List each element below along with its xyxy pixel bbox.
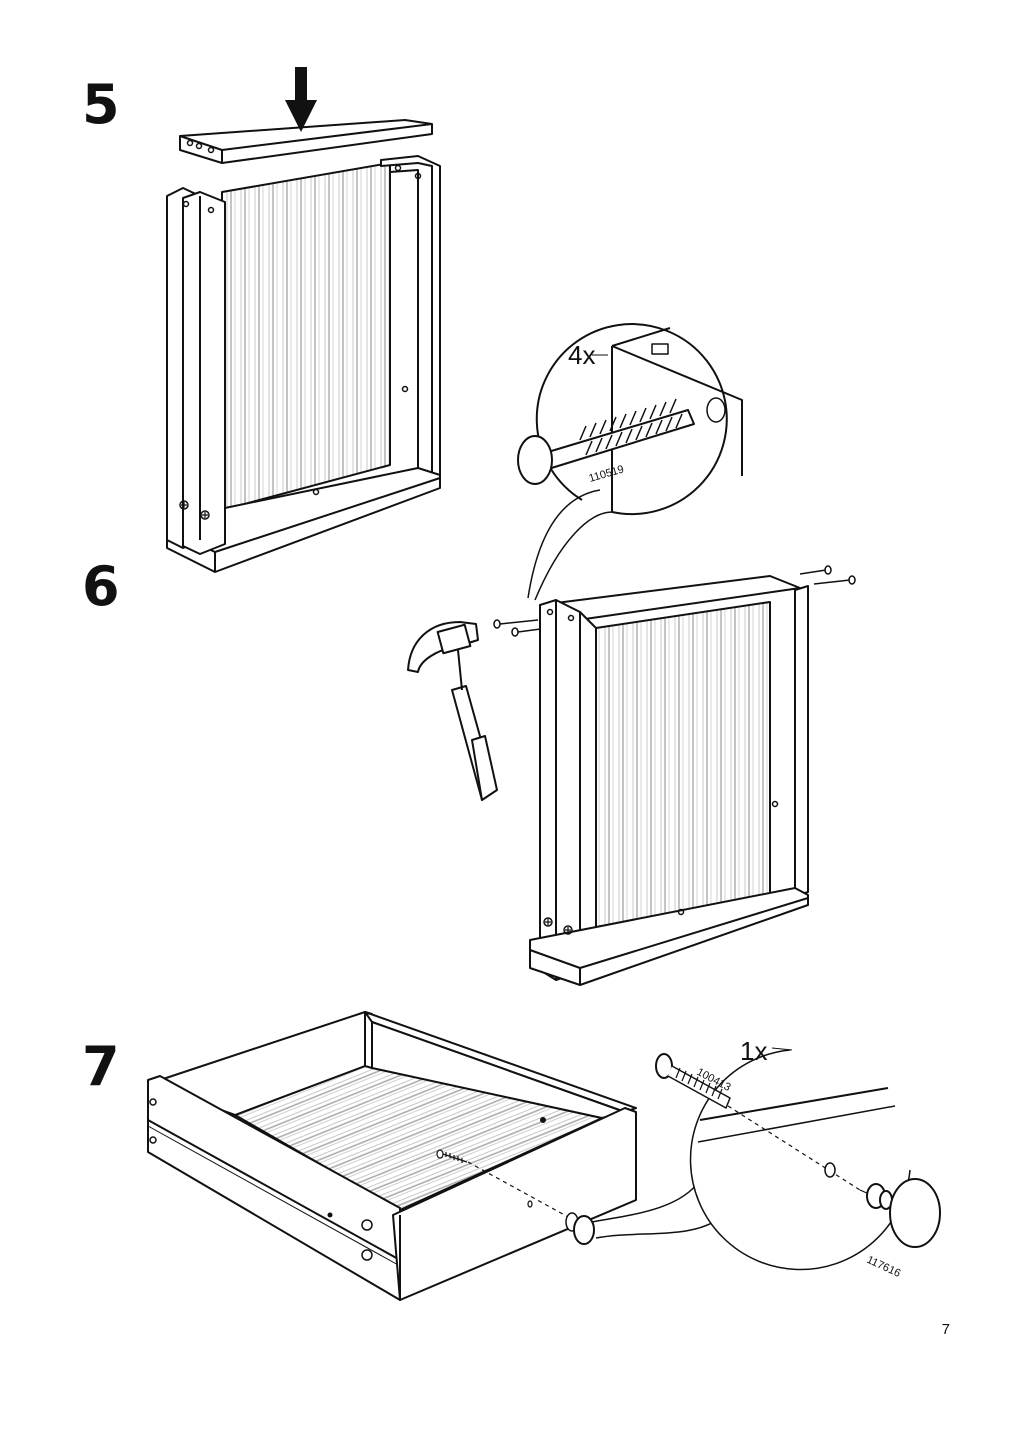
knob-detail-icon: [859, 1178, 941, 1248]
hammer-icon: [407, 621, 498, 801]
step-5-illustration: [166, 67, 441, 573]
step-6-number: 6: [82, 555, 120, 618]
nails: [493, 565, 856, 637]
quantity-label-1x: 1x: [740, 1036, 767, 1066]
step-7-illustration: 1x 100413 117616: [147, 1011, 941, 1301]
screw-icon: [517, 398, 695, 485]
down-arrow-icon: [285, 67, 317, 132]
step-7-number: 7: [82, 1035, 120, 1098]
back-panel-6: [595, 601, 771, 941]
top-board: [179, 119, 433, 164]
page-number: 7: [941, 1321, 950, 1338]
back-panel: [221, 162, 391, 511]
quantity-label-4x: 4x: [568, 340, 595, 370]
part-number-117616: 117616: [865, 1254, 903, 1280]
knob-icon: [565, 1212, 595, 1245]
detail-callout-circle: [517, 323, 743, 601]
bolt-icon: [655, 1053, 731, 1109]
step-6-illustration: 4x 110519: [407, 323, 856, 986]
step-5-number: 5: [82, 73, 120, 136]
